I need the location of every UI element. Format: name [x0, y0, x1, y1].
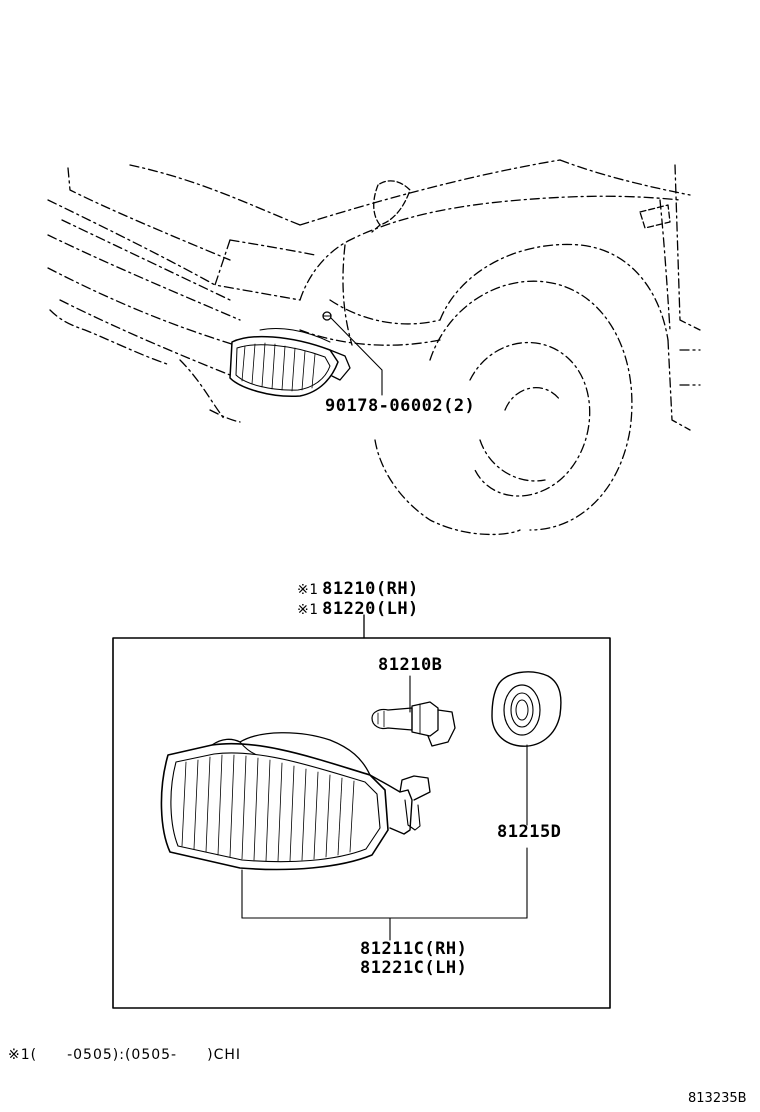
bulb-part-drawing [371, 675, 456, 747]
socket-part-number: 81215D [497, 822, 562, 842]
clip-part-number: 90178-06002(2) [325, 396, 476, 416]
footnote: ※1( -0505):(0505- )CHI [8, 1047, 241, 1063]
assembly-rh-mark: ※1 [297, 582, 319, 598]
fog-lamp-part-drawing [160, 732, 528, 941]
socket-part-drawing [491, 671, 562, 919]
diagram-id: 813235B [688, 1091, 747, 1106]
assembly-rh-part-number: 81210(RH) [322, 579, 419, 599]
lamp-lh-part-number: 81221C(LH) [360, 958, 468, 978]
assembly-lh-mark: ※1 [297, 602, 319, 618]
lamp-rh-part-number: 81211C(RH) [360, 939, 468, 959]
assembly-box [112, 614, 611, 1009]
vehicle-front-view [47, 159, 701, 536]
bulb-part-number: 81210B [378, 655, 443, 675]
assembly-lh-part-number: 81220(LH) [322, 599, 419, 619]
